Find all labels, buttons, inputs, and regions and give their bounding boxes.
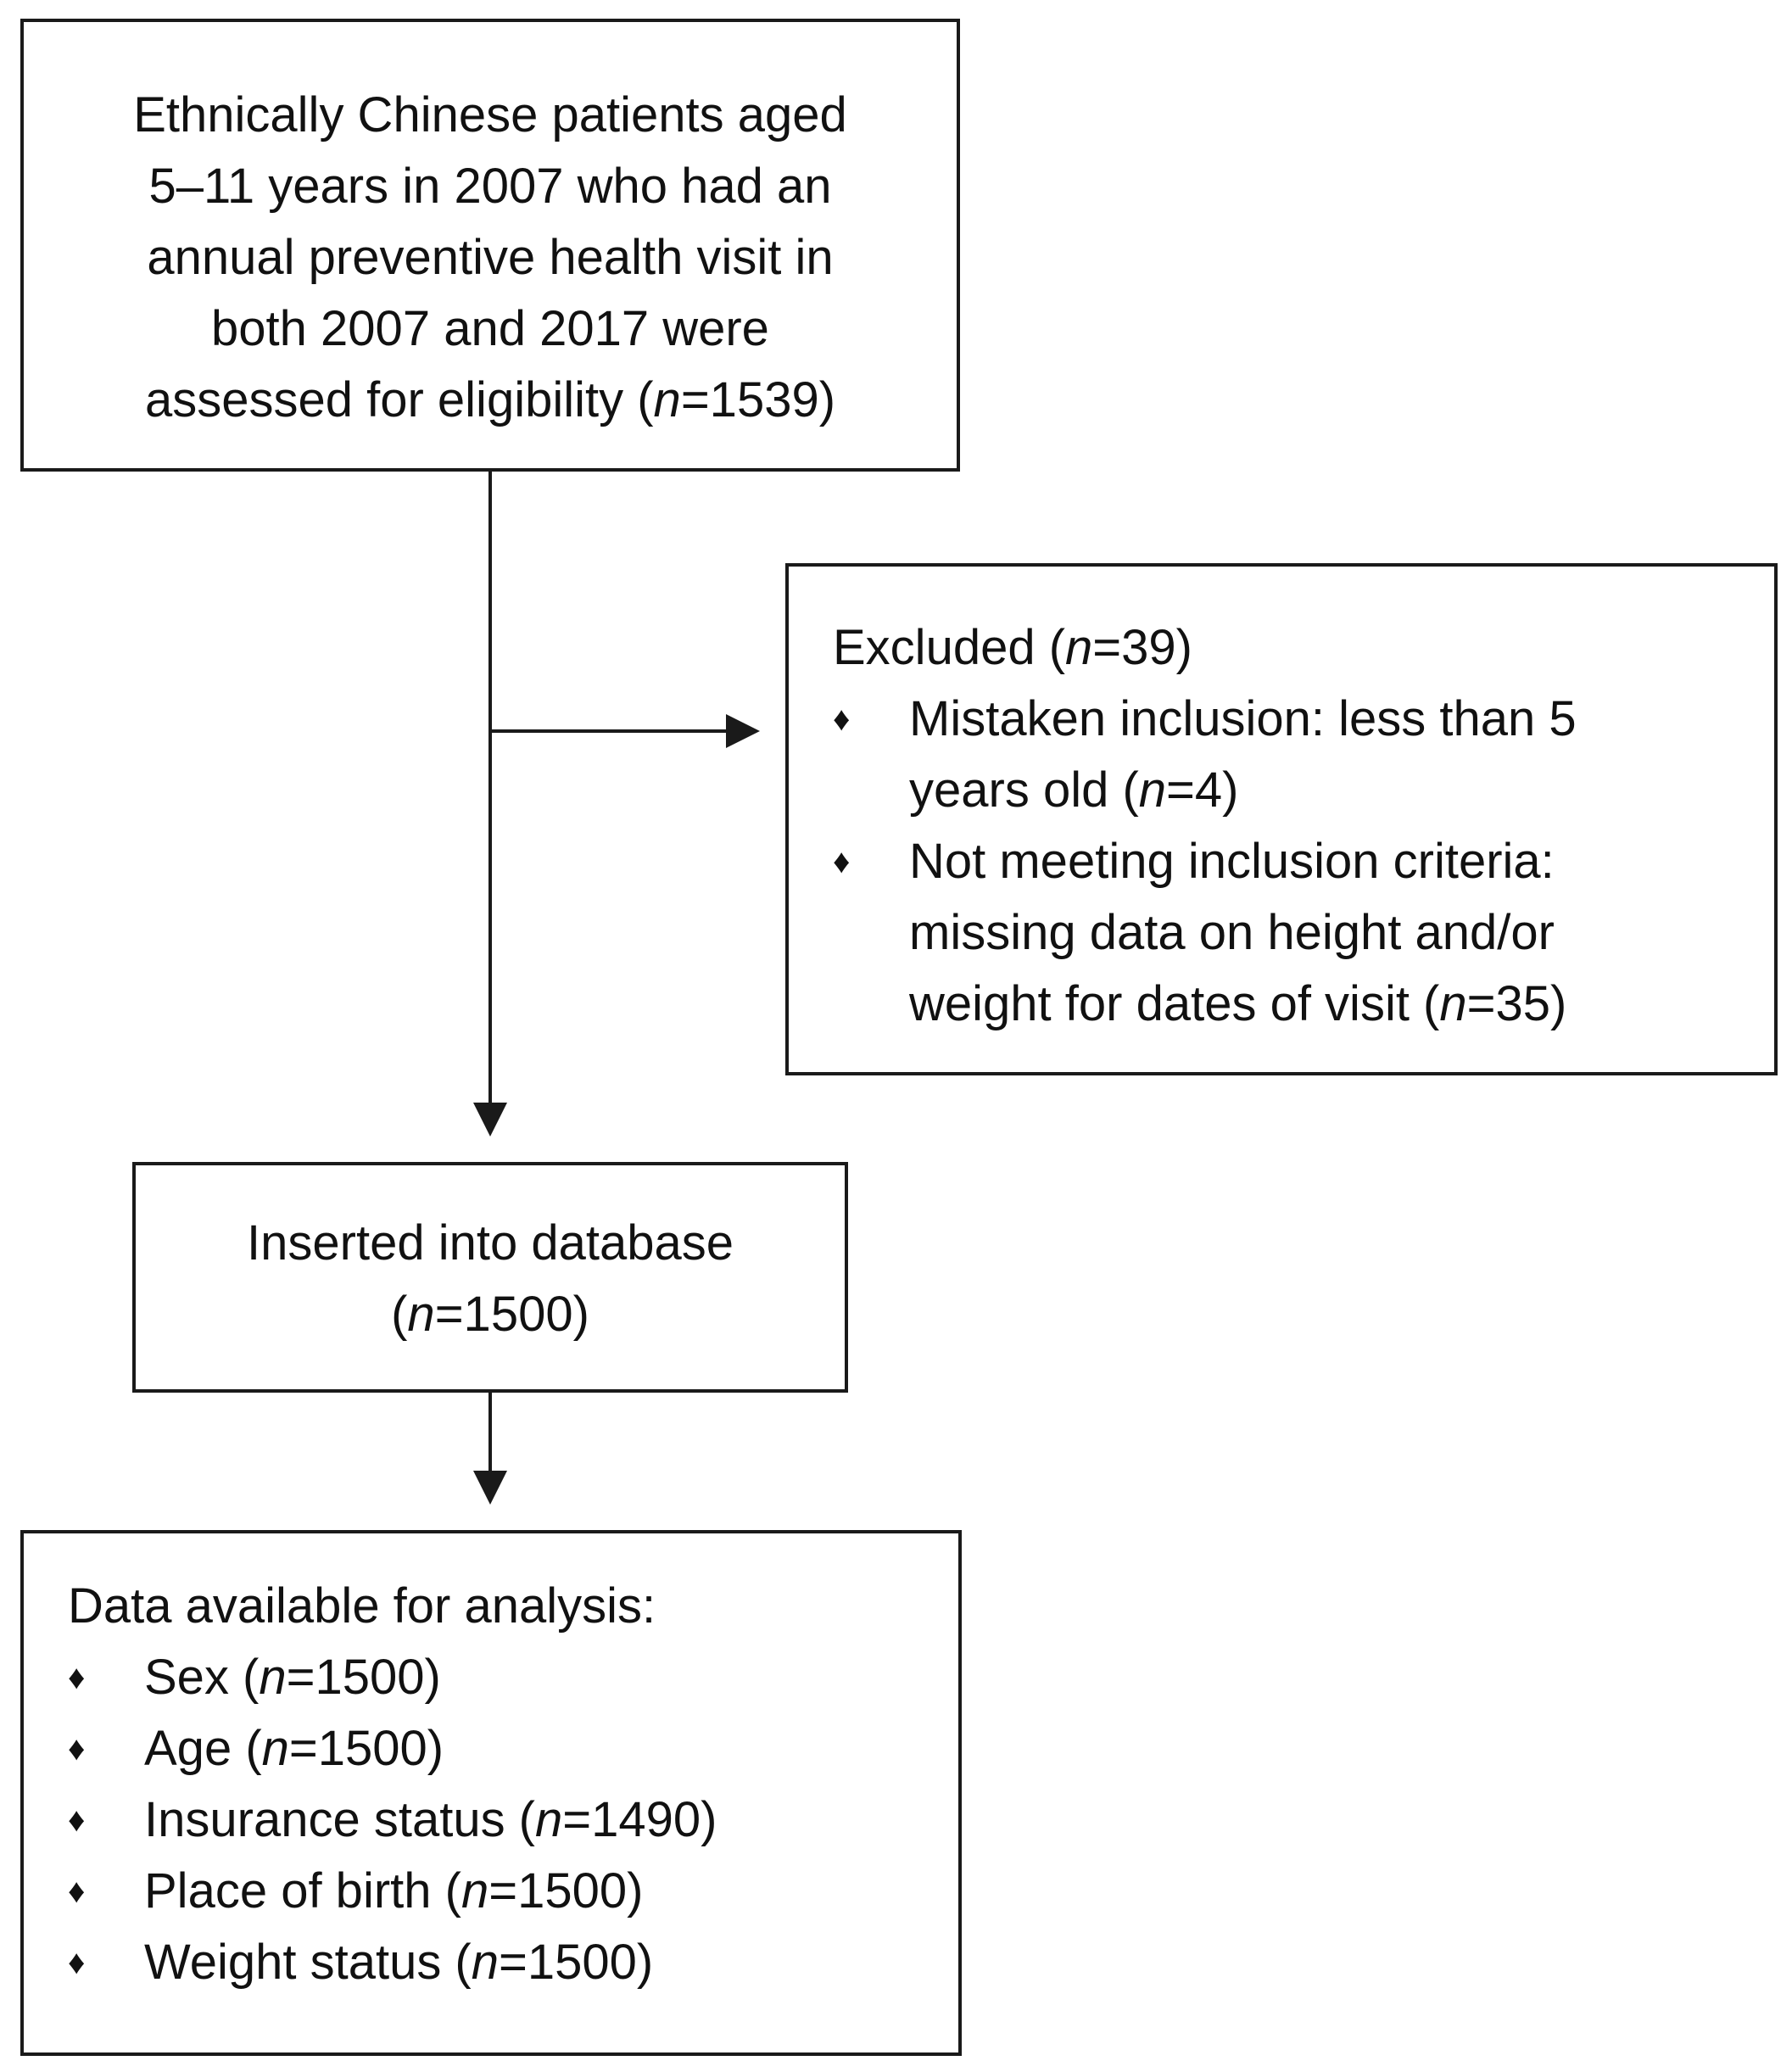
diamond-bullet-icon: ♦ (68, 1730, 86, 1768)
assessed-count-prefix: assessed for eligibility ( (144, 372, 654, 427)
analysis-item-text: Weight status (n=1500) (144, 1927, 941, 1998)
excluded-count: =39) (1092, 620, 1192, 675)
analysis-item-weight-status: ♦ Weight status (n=1500) (68, 1927, 941, 1998)
analysis-item-text: Insurance status (n=1490) (144, 1784, 941, 1856)
diamond-bullet-icon: ♦ (68, 1944, 86, 1981)
excluded-box: Excluded (n=39) ♦ Mistaken inclusion: le… (785, 563, 1778, 1075)
analysis-item-label: Insurance status ( (144, 1792, 535, 1847)
analysis-item-count: =1500) (286, 1650, 441, 1705)
diamond-bullet-icon: ♦ (68, 1801, 86, 1839)
n-symbol: n (471, 1935, 500, 1990)
assessed-for-eligibility-box: Ethnically Chinese patients aged 5–11 ye… (20, 19, 960, 472)
n-symbol: n (261, 1721, 289, 1776)
analysis-item-insurance-status: ♦ Insurance status (n=1490) (68, 1784, 941, 1856)
n-symbol: n (535, 1792, 563, 1847)
diamond-bullet-icon: ♦ (68, 1659, 86, 1696)
analysis-item-label: Sex ( (144, 1650, 260, 1705)
excluded-item-2-count: =35) (1466, 976, 1567, 1031)
excluded-item-not-meeting-criteria: ♦ Not meeting inclusion criteria: missin… (833, 826, 1749, 1040)
inserted-prefix: ( (391, 1287, 408, 1342)
assessed-line-1: Ethnically Chinese patients aged (133, 87, 847, 142)
excluded-heading: Excluded (n=39) (833, 612, 1749, 684)
analysis-item-count: =1500) (488, 1863, 644, 1918)
inserted-line-2: (n=1500) (136, 1279, 845, 1350)
inserted-count: =1500) (434, 1287, 589, 1342)
analysis-item-text: Sex (n=1500) (144, 1642, 941, 1713)
analysis-item-sex: ♦ Sex (n=1500) (68, 1642, 941, 1713)
assessed-line-3: annual preventive health visit in (147, 230, 834, 285)
analysis-item-text: Age (n=1500) (144, 1713, 941, 1784)
analysis-item-text: Place of birth (n=1500) (144, 1856, 941, 1927)
n-symbol: n (1138, 762, 1167, 818)
excluded-item-1-line-2: years old (n=4) (909, 755, 1749, 826)
excluded-item-1-line-1: Mistaken inclusion: less than 5 (909, 691, 1577, 746)
analysis-item-label: Age ( (144, 1721, 262, 1776)
excluded-item-mistaken-inclusion: ♦ Mistaken inclusion: less than 5 years … (833, 684, 1749, 826)
diamond-bullet-icon: ♦ (833, 843, 851, 880)
n-symbol: n (259, 1650, 287, 1705)
analysis-item-label: Place of birth ( (144, 1863, 461, 1918)
analysis-item-count: =1500) (288, 1721, 444, 1776)
n-symbol: n (1065, 620, 1093, 675)
analysis-item-label: Weight status ( (144, 1935, 472, 1990)
assessed-line-4: both 2007 and 2017 were (211, 301, 769, 356)
excluded-item-2-prefix: weight for dates of visit ( (909, 976, 1440, 1031)
excluded-item-1-count: =4) (1166, 762, 1239, 818)
analysis-item-age: ♦ Age (n=1500) (68, 1713, 941, 1784)
excluded-item-2-line-3: weight for dates of visit (n=35) (909, 969, 1749, 1040)
analysis-item-count: =1490) (562, 1792, 717, 1847)
analysis-item-place-of-birth: ♦ Place of birth (n=1500) (68, 1856, 941, 1927)
inserted-into-database-box: Inserted into database (n=1500) (132, 1162, 848, 1393)
analysis-item-count: =1500) (499, 1935, 654, 1990)
excluded-item-1-prefix: years old ( (909, 762, 1139, 818)
excluded-item-2-line-2: missing data on height and/or (909, 905, 1555, 960)
diamond-bullet-icon: ♦ (68, 1873, 86, 1910)
assessed-line-2: 5–11 years in 2007 who had an (148, 159, 832, 214)
analysis-heading: Data available for analysis: (68, 1578, 656, 1634)
assessed-count: =1539) (680, 372, 836, 427)
n-symbol: n (407, 1287, 435, 1342)
diamond-bullet-icon: ♦ (833, 701, 851, 738)
assessed-line-5: assessed for eligibility (n=1539) (24, 365, 957, 436)
data-available-box: Data available for analysis: ♦ Sex (n=15… (20, 1530, 962, 2056)
excluded-heading-prefix: Excluded ( (833, 620, 1066, 675)
n-symbol: n (653, 372, 681, 427)
n-symbol: n (1439, 976, 1467, 1031)
n-symbol: n (461, 1863, 489, 1918)
inserted-line-1: Inserted into database (247, 1215, 734, 1271)
excluded-item-2-line-1: Not meeting inclusion criteria: (909, 834, 1555, 889)
